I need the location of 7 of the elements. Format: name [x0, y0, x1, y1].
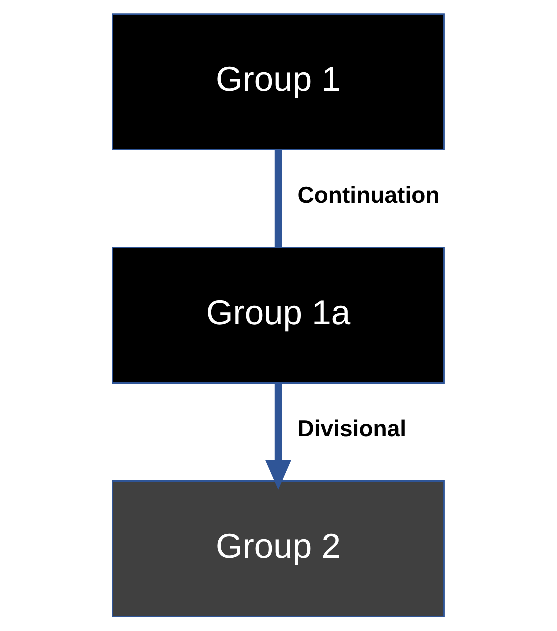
arrow: [265, 384, 292, 490]
node-box: Group 2: [112, 480, 445, 618]
edge-label: Continuation: [298, 182, 440, 208]
edge-label: Divisional: [298, 415, 407, 442]
connector: [274, 150, 282, 248]
node-box: Group 1a: [112, 247, 445, 384]
node-box: Group 1: [112, 14, 445, 150]
